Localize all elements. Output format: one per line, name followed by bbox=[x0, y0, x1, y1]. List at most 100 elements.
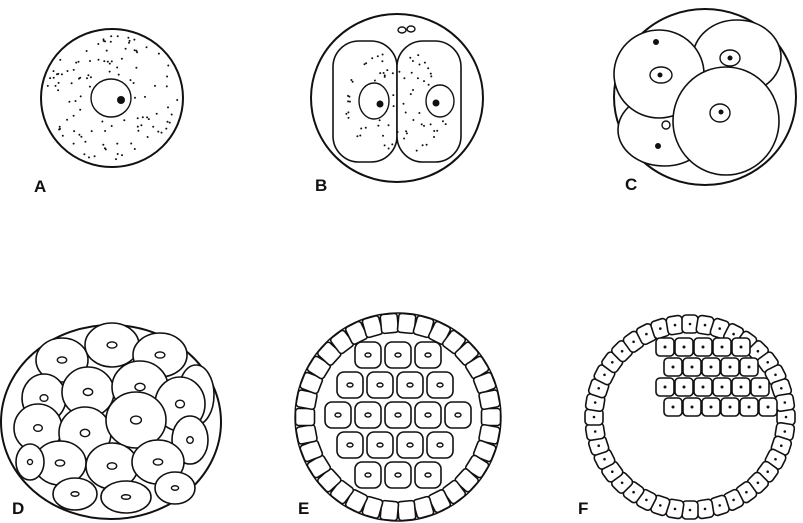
panel-d-cell-8-nucleus bbox=[176, 400, 185, 408]
panel-d-cell-9-nucleus bbox=[34, 425, 43, 432]
yolk-dot bbox=[365, 127, 367, 129]
yolk-dot bbox=[347, 111, 349, 113]
yolk-dot bbox=[146, 46, 148, 48]
panel-e-inner-cell-nucleus bbox=[347, 443, 353, 447]
yolk-dot bbox=[171, 114, 173, 116]
yolk-dot bbox=[442, 120, 444, 122]
yolk-dot bbox=[383, 72, 385, 74]
panel-d-cell-6-nucleus bbox=[83, 389, 92, 396]
panel-b-left-nucleolus bbox=[377, 101, 384, 108]
yolk-dot bbox=[403, 103, 405, 105]
yolk-dot bbox=[116, 143, 118, 145]
yolk-dot bbox=[426, 144, 428, 146]
yolk-dot bbox=[55, 85, 57, 87]
yolk-dot bbox=[115, 158, 117, 160]
yolk-dot bbox=[106, 50, 108, 52]
yolk-dot bbox=[89, 86, 91, 88]
panel-b-left-nucleus bbox=[359, 83, 389, 119]
yolk-dot bbox=[109, 63, 111, 65]
panel-f-wall-cell-nucleus bbox=[757, 482, 760, 485]
yolk-dot bbox=[405, 112, 407, 114]
panel-e-inner-cell-nucleus bbox=[377, 383, 383, 387]
panel-e-inner-cell-nucleus bbox=[437, 443, 443, 447]
panel-f-wall-cell-nucleus bbox=[597, 444, 600, 447]
panel-e-inner-cell-nucleus bbox=[365, 413, 371, 417]
yolk-dot bbox=[165, 128, 167, 130]
panel-f-wall-cell-nucleus bbox=[689, 509, 692, 512]
panel-f-inner-mass-nucleus bbox=[710, 406, 713, 409]
yolk-dot bbox=[166, 85, 168, 87]
yolk-dot bbox=[97, 43, 99, 45]
yolk-dot bbox=[388, 124, 390, 126]
panel-f-wall-cell-nucleus bbox=[785, 416, 788, 419]
panel-f-inner-mass-nucleus bbox=[767, 406, 770, 409]
panel-d-cell-5-nucleus bbox=[40, 395, 48, 402]
panel-b-two-cell bbox=[311, 14, 483, 182]
yolk-dot bbox=[104, 147, 106, 149]
yolk-dot bbox=[365, 62, 367, 64]
yolk-dot bbox=[87, 74, 89, 76]
yolk-dot bbox=[392, 94, 394, 96]
yolk-dot bbox=[423, 125, 425, 127]
yolk-dot bbox=[377, 125, 379, 127]
yolk-dot bbox=[360, 128, 362, 130]
yolk-dot bbox=[71, 82, 73, 84]
panel-f-wall-cell-nucleus bbox=[611, 361, 614, 364]
yolk-dot bbox=[382, 135, 384, 137]
yolk-dot bbox=[90, 76, 92, 78]
yolk-dot bbox=[350, 79, 352, 81]
yolk-dot bbox=[417, 77, 419, 79]
yolk-dot bbox=[148, 118, 150, 120]
yolk-dot bbox=[61, 73, 63, 75]
yolk-dot bbox=[430, 123, 432, 125]
yolk-dot bbox=[129, 40, 131, 42]
yolk-dot bbox=[371, 57, 373, 59]
yolk-dot bbox=[80, 136, 82, 138]
yolk-dot bbox=[169, 122, 171, 124]
yolk-dot bbox=[142, 116, 144, 118]
panel-e-outer-cell-26 bbox=[380, 313, 399, 333]
panel-f-wall-cell-nucleus bbox=[594, 401, 597, 404]
panel-f-inner-mass-nucleus bbox=[740, 346, 743, 349]
panel-f-wall-cell-nucleus bbox=[611, 470, 614, 473]
panel-f-wall-cell-nucleus bbox=[674, 508, 677, 511]
panel-f-wall-cell-nucleus bbox=[645, 333, 648, 336]
yolk-dot bbox=[121, 154, 123, 156]
panel-a-one-cell bbox=[41, 29, 183, 167]
panel-d-cell-14-nucleus bbox=[107, 463, 116, 469]
panel-f-inner-mass-nucleus bbox=[672, 366, 675, 369]
yolk-dot bbox=[98, 59, 100, 61]
panel-label-f: F bbox=[578, 500, 588, 517]
panel-f-wall-cell-nucleus bbox=[593, 416, 596, 419]
panel-e-inner-cell-nucleus bbox=[377, 443, 383, 447]
yolk-dot bbox=[130, 143, 132, 145]
panel-f-wall-cell-nucleus bbox=[689, 323, 692, 326]
yolk-dot bbox=[427, 67, 429, 69]
panel-e-outer-cell-34 bbox=[478, 390, 500, 410]
yolk-dot bbox=[167, 65, 169, 67]
panel-f-wall-cell-nucleus bbox=[718, 327, 721, 330]
panel-c-nucleolus-3 bbox=[719, 110, 724, 115]
yolk-dot bbox=[103, 60, 105, 62]
yolk-dot bbox=[347, 100, 349, 102]
yolk-dot bbox=[436, 130, 438, 132]
yolk-dot bbox=[422, 144, 424, 146]
yolk-dot bbox=[53, 77, 55, 79]
yolk-dot bbox=[103, 40, 105, 42]
yolk-dot bbox=[133, 39, 135, 41]
panel-d-cell-3-nucleus bbox=[155, 352, 165, 358]
yolk-dot bbox=[144, 96, 146, 98]
panel-f-inner-mass-nucleus bbox=[664, 386, 667, 389]
yolk-dot bbox=[152, 126, 154, 128]
yolk-dot bbox=[66, 119, 68, 121]
yolk-dot bbox=[104, 130, 106, 132]
panel-e-inner-cell-nucleus bbox=[455, 413, 461, 417]
panel-f-wall-cell-nucleus bbox=[704, 324, 707, 327]
panel-d-cell-11-nucleus bbox=[131, 416, 142, 424]
panel-f-wall-cell-nucleus bbox=[674, 324, 677, 327]
yolk-dot bbox=[128, 42, 130, 44]
yolk-dot bbox=[53, 70, 55, 72]
panel-e-inner-cell-nucleus bbox=[425, 413, 431, 417]
panel-f-inner-mass-nucleus bbox=[702, 346, 705, 349]
yolk-dot bbox=[137, 117, 139, 119]
